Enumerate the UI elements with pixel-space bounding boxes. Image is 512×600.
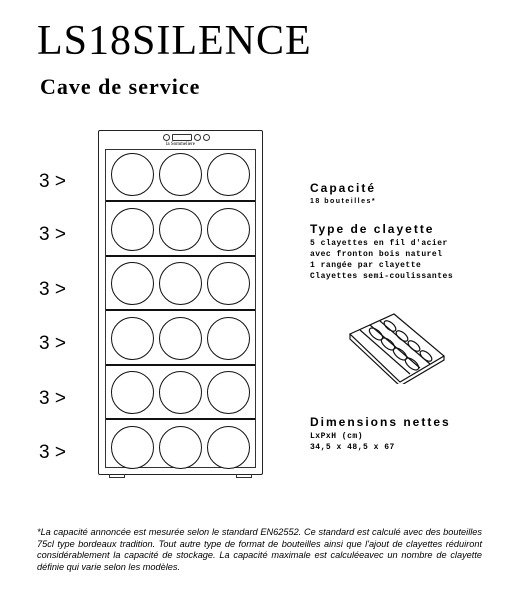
bottle-icon xyxy=(159,262,202,305)
bottle-icon xyxy=(207,316,250,360)
bottle-icon xyxy=(111,425,154,469)
shelf-type-line: avec fronton bois naturel xyxy=(310,250,443,259)
shelf-type-line: 1 rangée par clayette xyxy=(310,261,422,270)
shelf-row-label: 3 > xyxy=(39,279,66,300)
page-subtitle: Cave de service xyxy=(40,74,201,99)
bottle-icon xyxy=(111,207,154,251)
bottle-icon xyxy=(111,316,154,360)
shelf-row-label: 3 > xyxy=(39,224,66,245)
bottle-icon xyxy=(111,371,154,414)
bottle-icon xyxy=(159,316,202,360)
wire-shelf-icon xyxy=(348,313,446,384)
capacity-footnote: *La capacité annoncée est mesurée selon … xyxy=(37,527,482,572)
shelf-divider xyxy=(106,254,255,257)
shelf-divider xyxy=(106,418,255,420)
shelf-type-line: 5 clayettes en fil d'acier xyxy=(310,239,448,248)
bottle-icon xyxy=(207,153,250,196)
bottle-icon xyxy=(159,207,202,251)
shelf-divider xyxy=(106,200,255,202)
dimensions-value: 34,5 x 48,5 x 67 xyxy=(310,443,395,452)
shelf-row-label: 3 > xyxy=(39,442,66,463)
bottle-icon xyxy=(207,207,250,251)
bottle-icon xyxy=(111,262,154,305)
shelf-row-label: 3 > xyxy=(39,388,66,409)
dimensions-unit-label: LxPxH (cm) xyxy=(310,432,364,441)
shelf-compartment xyxy=(105,149,256,469)
bottle-icon xyxy=(159,153,202,196)
bottle-icon xyxy=(207,425,250,469)
bottle-icon xyxy=(207,371,250,414)
shelf-row-label: 3 > xyxy=(39,333,66,354)
control-button-icon xyxy=(163,134,170,141)
shelf-divider xyxy=(106,363,255,366)
brand-logo: la Sommeliere xyxy=(165,142,196,147)
capacity-value: 18 bouteilles* xyxy=(310,198,377,205)
dimensions-title: Dimensions nettes xyxy=(310,415,451,429)
control-button-icon xyxy=(194,134,201,141)
control-button-icon xyxy=(203,134,210,141)
shelf-type-title: Type de clayette xyxy=(310,222,435,236)
capacity-title: Capacité xyxy=(310,181,377,195)
page-title: LS18SILENCE xyxy=(37,18,312,64)
shelf-type-line: Clayettes semi-coulissantes xyxy=(310,272,454,281)
bottle-icon xyxy=(111,153,154,196)
bottle-icon xyxy=(159,371,202,414)
display-icon xyxy=(172,134,192,141)
bottle-icon xyxy=(207,262,250,305)
foot xyxy=(236,474,252,478)
bottle-icon xyxy=(159,425,202,469)
foot xyxy=(109,474,125,478)
shelf-divider xyxy=(106,309,255,311)
wine-cooler-front-diagram: la Sommeliere xyxy=(98,130,263,478)
shelf-row-label: 3 > xyxy=(39,171,66,192)
